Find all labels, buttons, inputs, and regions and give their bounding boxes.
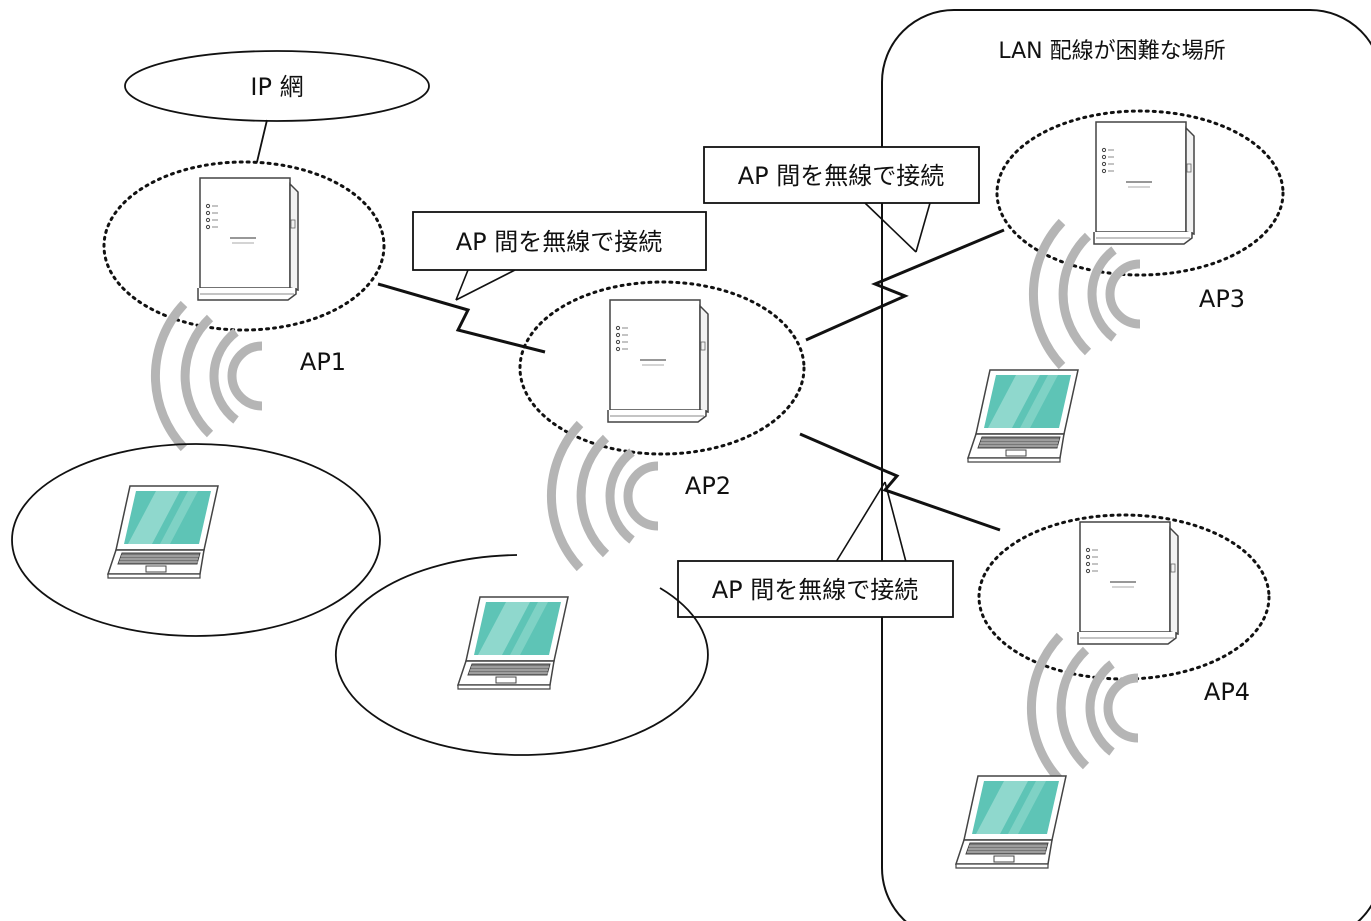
access-point-icon: [197, 177, 299, 301]
lightning-link-icon: [805, 228, 1005, 342]
callout-ap2-ap4: AP 間を無線で接続: [677, 481, 954, 618]
ap-label: AP1: [300, 348, 346, 376]
callout-text: AP 間を無線で接続: [712, 576, 919, 604]
laptop-icon: [107, 485, 219, 579]
access-point-ap1: AP1: [102, 160, 386, 376]
access-point-ap3: AP3: [995, 109, 1285, 313]
difficult-area-label: LAN 配線が困難な場所: [998, 39, 1225, 64]
laptop-icon: [955, 775, 1067, 869]
access-point-icon: [1093, 121, 1195, 245]
client-area-ap2: [335, 554, 709, 756]
callout-text: AP 間を無線で接続: [738, 162, 945, 190]
wifi-waves-icon: [551, 424, 658, 568]
access-point-ap2: AP2: [518, 280, 806, 500]
access-point-icon: [607, 299, 709, 423]
access-point-icon: [1077, 521, 1179, 645]
laptop-icon: [967, 369, 1079, 463]
ap-label: AP3: [1199, 285, 1245, 313]
ip-uplink-line: [256, 119, 268, 163]
lightning-link-icon: [377, 282, 546, 354]
callout-ap2-ap3: AP 間を無線で接続: [703, 146, 980, 253]
difficult-area-boundary: [881, 9, 1371, 921]
wifi-waves-icon: [1031, 636, 1138, 780]
ap-label: AP4: [1204, 678, 1250, 706]
client-area-ap1: [11, 443, 381, 637]
callout-ap1-ap2: AP 間を無線で接続: [412, 211, 707, 301]
laptop-icon: [457, 596, 569, 690]
wifi-waves-icon: [155, 304, 262, 448]
callout-text: AP 間を無線で接続: [456, 228, 663, 256]
ip-network-cloud: [124, 50, 430, 122]
ap-label: AP2: [685, 472, 731, 500]
lightning-link-icon: [799, 432, 1001, 532]
ip-network-label: IP 網: [250, 73, 303, 101]
